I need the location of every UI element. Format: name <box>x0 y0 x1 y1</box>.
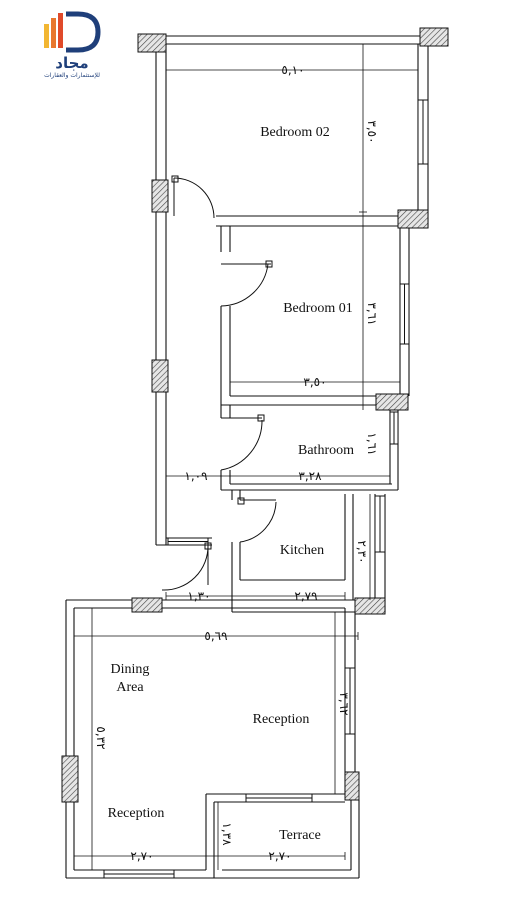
column <box>151 359 169 393</box>
dim-entry-width: ١,٣٠ <box>187 589 210 603</box>
dim-bedroom02-depth: ٣,٥٠ <box>365 120 379 143</box>
room-label-reception-2: Reception <box>108 806 165 821</box>
bedroom-01-walls <box>220 216 410 406</box>
dim-bedroom02-width: ٥,١٠ <box>281 63 304 77</box>
column <box>131 597 163 613</box>
logo-name: مجاد <box>55 54 88 72</box>
dim-terrace-depth: ١,٣٨ <box>220 822 234 846</box>
dim-reception-depth: ٣,٦٢ <box>337 692 351 715</box>
bedroom-02-window <box>417 99 429 165</box>
dim-bathroom-width: ٣,٢٨ <box>298 469 322 483</box>
reception-bottom-window <box>103 869 175 879</box>
dim-kitchen-width: ٢,٧٩ <box>294 589 317 603</box>
dim-bathroom-depth: ١,٦١ <box>365 432 379 455</box>
dim-bottom-left-width: ٢,٧٠ <box>130 849 153 863</box>
logo-bar-2 <box>51 18 56 48</box>
dim-overall-depth: ٥,٣٢ <box>94 726 108 749</box>
kitchen-door <box>237 497 277 543</box>
terrace-window <box>245 793 313 803</box>
room-label-bathroom: Bathroom <box>298 443 354 458</box>
room-label-bedroom-01: Bedroom 01 <box>283 301 353 316</box>
column <box>151 179 169 213</box>
column <box>397 209 429 229</box>
logo-bar-3 <box>58 13 63 48</box>
dim-reception-width: ٥,٦٩ <box>204 629 227 643</box>
column <box>344 771 360 801</box>
kitchen-window <box>374 495 386 553</box>
company-logo: مجاد للإستثمارات والعقارات <box>44 11 101 79</box>
entrance-door <box>161 542 212 591</box>
room-label-area: Area <box>116 680 144 695</box>
room-label-bedroom-02: Bedroom 02 <box>260 125 330 140</box>
room-label-reception-1: Reception <box>253 712 310 727</box>
column <box>61 755 79 803</box>
logo-bar-1 <box>44 24 49 48</box>
reception-window <box>344 667 356 735</box>
bedroom-02-door <box>171 175 215 219</box>
column <box>137 33 167 53</box>
room-label-kitchen: Kitchen <box>280 543 324 558</box>
dim-bedroom01-depth: ٣,٦١ <box>365 302 379 325</box>
logo-d-icon <box>66 11 101 53</box>
corridor-window <box>167 537 209 546</box>
dim-kitchen-depth: ٢,٣٠ <box>355 540 369 563</box>
bedroom-01-door <box>220 260 273 307</box>
column <box>375 393 409 411</box>
dim-corridor-width: ١,٠٩ <box>184 469 207 483</box>
column <box>354 597 386 615</box>
dim-terrace-width: ٢,٧٠ <box>268 849 291 863</box>
bedroom-01-window <box>399 283 410 345</box>
room-label-dining: Dining <box>111 662 150 677</box>
dim-bedroom01-width: ٣,٥٠ <box>303 375 326 389</box>
terrace-walls <box>214 800 360 879</box>
column <box>419 27 449 47</box>
bathroom-door <box>220 414 265 471</box>
room-label-terrace: Terrace <box>279 828 321 843</box>
logo-tagline: للإستثمارات والعقارات <box>44 72 100 79</box>
bathroom-window <box>389 411 399 445</box>
